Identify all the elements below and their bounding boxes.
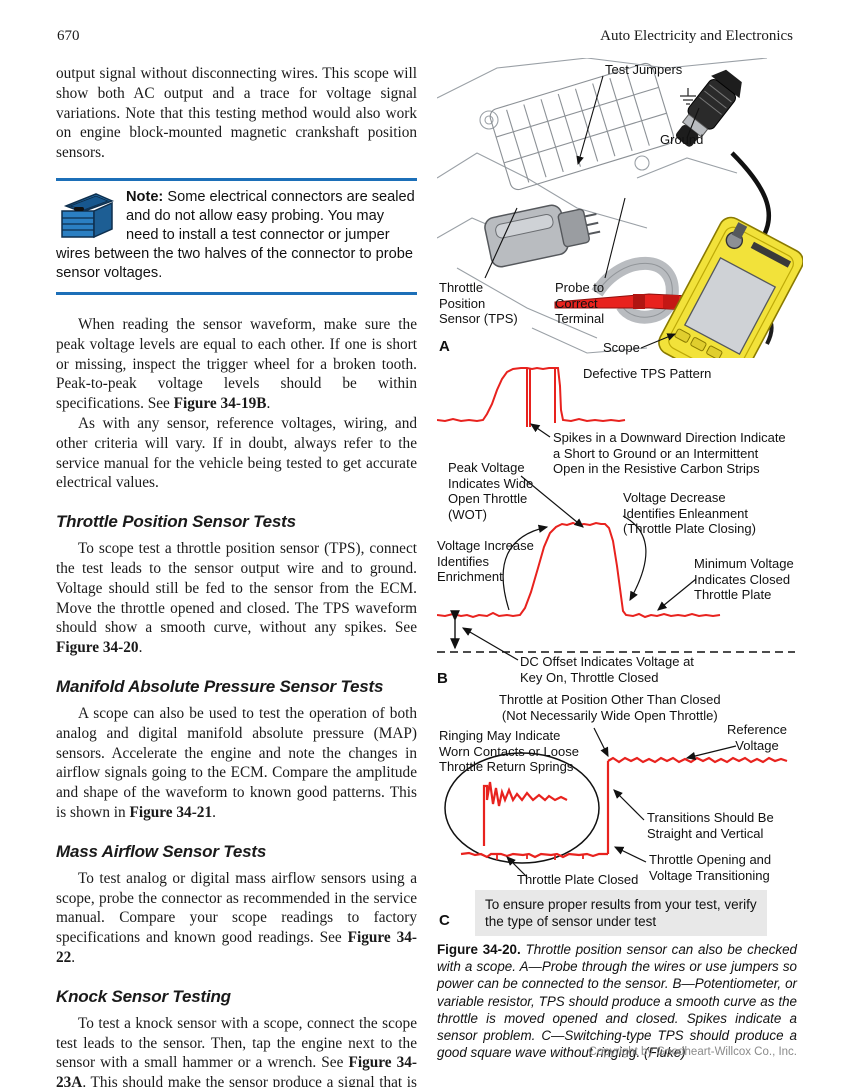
label-scope: Scope <box>603 340 640 355</box>
paragraph: output signal without disconnecting wire… <box>56 65 417 162</box>
ringing-inset-ellipse <box>444 752 600 864</box>
section-heading-tps: Throttle Position Sensor Tests <box>56 512 296 532</box>
label-voltage-increase: Voltage Increase Identifies Enrichment <box>437 538 534 584</box>
label-throttle-position-title: Throttle at Position Other Than Closed (… <box>499 692 721 723</box>
figure-caption-label: Figure 34-20. <box>437 942 521 957</box>
header-title: Auto Electricity and Electronics <box>600 28 793 44</box>
ground-symbol-icon <box>680 88 696 105</box>
copyright-line: Copyright by Goodheart-Willcox Co., Inc. <box>588 1046 797 1058</box>
note-text: Some electrical connectors are sealed an… <box>56 188 415 281</box>
figure-caption: Figure 34-20. Throttle position sensor c… <box>437 941 797 1061</box>
paragraph: To test a knock sensor with a scope, con… <box>56 1014 417 1087</box>
defective-tps-trace <box>437 366 626 427</box>
label-reference-voltage: Reference Voltage <box>727 722 787 753</box>
label-spikes-note: Spikes in a Downward Direction Indicate … <box>553 430 786 476</box>
tps-sensor-graphic <box>484 204 601 268</box>
paragraph: To scope test a throttle position sensor… <box>56 540 417 657</box>
label-ground: Ground <box>660 132 704 147</box>
label-voltage-decrease: Voltage Decrease Identifies Enleanment (… <box>623 490 756 536</box>
note-label: Note: <box>126 188 164 205</box>
label-probe-to-terminal: Probe to Correct Terminal <box>555 280 605 326</box>
label-ringing: Ringing May Indicate Worn Contacts or Lo… <box>439 728 579 774</box>
label-minimum-voltage: Minimum Voltage Indicates Closed Throttl… <box>694 556 794 602</box>
paragraph: To test analog or digital mass airflow s… <box>56 869 417 966</box>
paragraph: When reading the sensor waveform, make s… <box>56 315 417 413</box>
note-box: Note: Some electrical connectors are sea… <box>56 177 417 295</box>
section-heading-map: Manifold Absolute Pressure Sensor Tests <box>56 676 384 696</box>
label-defective-pattern: Defective TPS Pattern <box>583 366 712 381</box>
label-transitions: Transitions Should Be Straight and Verti… <box>647 810 774 841</box>
paragraph: As with any sensor, reference voltages, … <box>56 414 417 492</box>
engine-illustration <box>437 58 803 358</box>
label-throttle-opening: Throttle Opening and Voltage Transitioni… <box>649 852 772 883</box>
figure-b-marker: B <box>437 670 448 687</box>
toolbox-icon <box>61 193 115 239</box>
figure-a-tps-probing-illustration: Test Jumpers Ground Throttle Position Se… <box>437 58 803 358</box>
good-tps-trace <box>437 521 721 619</box>
waveform-b-svg <box>437 366 795 661</box>
section-heading-knock: Knock Sensor Testing <box>56 986 231 1006</box>
paragraph: A scope can also be used to test the ope… <box>56 704 417 821</box>
figure-c-marker: C <box>439 912 450 929</box>
label-peak-voltage: Peak Voltage Indicates Wide Open Throttl… <box>448 460 534 522</box>
label-plate-closed: Throttle Plate Closed <box>517 872 639 887</box>
ringing-trace <box>482 781 568 846</box>
verify-sensor-note: To ensure proper results from your test,… <box>475 890 767 936</box>
left-column: output signal without disconnecting wire… <box>56 64 417 1087</box>
label-tps: Throttle Position Sensor (TPS) <box>439 280 518 326</box>
waveform-c-svg <box>444 727 788 878</box>
figure-c-switching-tps-waveform: Throttle at Position Other Than Closed (… <box>437 688 805 938</box>
page-number: 670 <box>57 28 80 44</box>
label-test-jumpers: Test Jumpers <box>605 62 683 77</box>
ground-clamp-graphic <box>675 69 742 147</box>
section-heading-maf: Mass Airflow Sensor Tests <box>56 841 267 861</box>
figure-caption-text: Throttle position sensor can also be che… <box>437 942 797 1061</box>
figure-a-marker: A <box>439 338 450 355</box>
figure-b-potentiometer-tps-waveforms: Defective TPS Pattern Spikes in a Downwa… <box>437 360 803 688</box>
scope-graphic <box>658 216 803 358</box>
label-dc-offset: DC Offset Indicates Voltage at Key On, T… <box>520 654 694 685</box>
